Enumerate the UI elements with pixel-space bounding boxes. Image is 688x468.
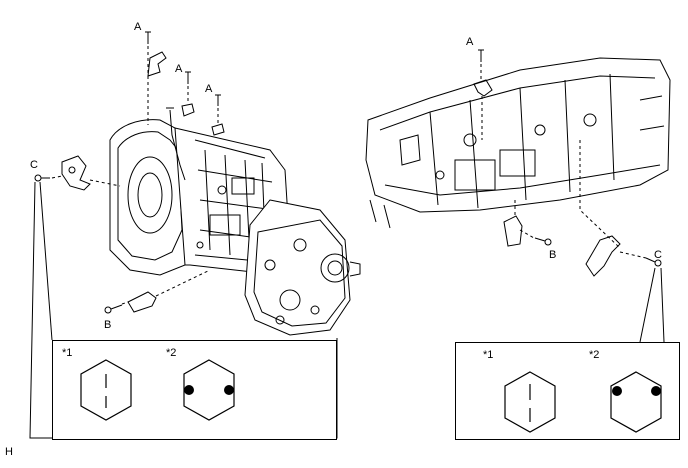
- label-bolt-b-right: B: [549, 249, 557, 261]
- right-callout-item1: *1: [483, 349, 494, 361]
- right-callout-box: [455, 342, 680, 440]
- left-leader-lines: [51, 46, 219, 305]
- label-bolt-a-2: A: [175, 63, 183, 75]
- label-bolt-b-left: B: [104, 319, 112, 331]
- left-callout-item1: *1: [62, 347, 73, 359]
- right-leader-lines: [480, 64, 647, 259]
- left-callout-box: [52, 340, 337, 440]
- label-bolt-c-left: C: [30, 159, 38, 171]
- left-callout-connector-2: [39, 181, 53, 341]
- figure-code: H: [5, 446, 13, 458]
- left-transmission: [34, 31, 361, 336]
- label-bolt-a-3: A: [205, 83, 213, 95]
- label-bolt-c-right: C: [654, 249, 662, 261]
- right-transmission: [365, 49, 671, 277]
- right-callout-item2: *2: [589, 349, 600, 361]
- label-bolt-a-right: A: [466, 36, 474, 48]
- right-callout-connector: [639, 267, 656, 343]
- right-callout-connector-2: [660, 267, 665, 343]
- left-callout-item2: *2: [166, 347, 177, 359]
- label-bolt-a-top: A: [134, 21, 142, 33]
